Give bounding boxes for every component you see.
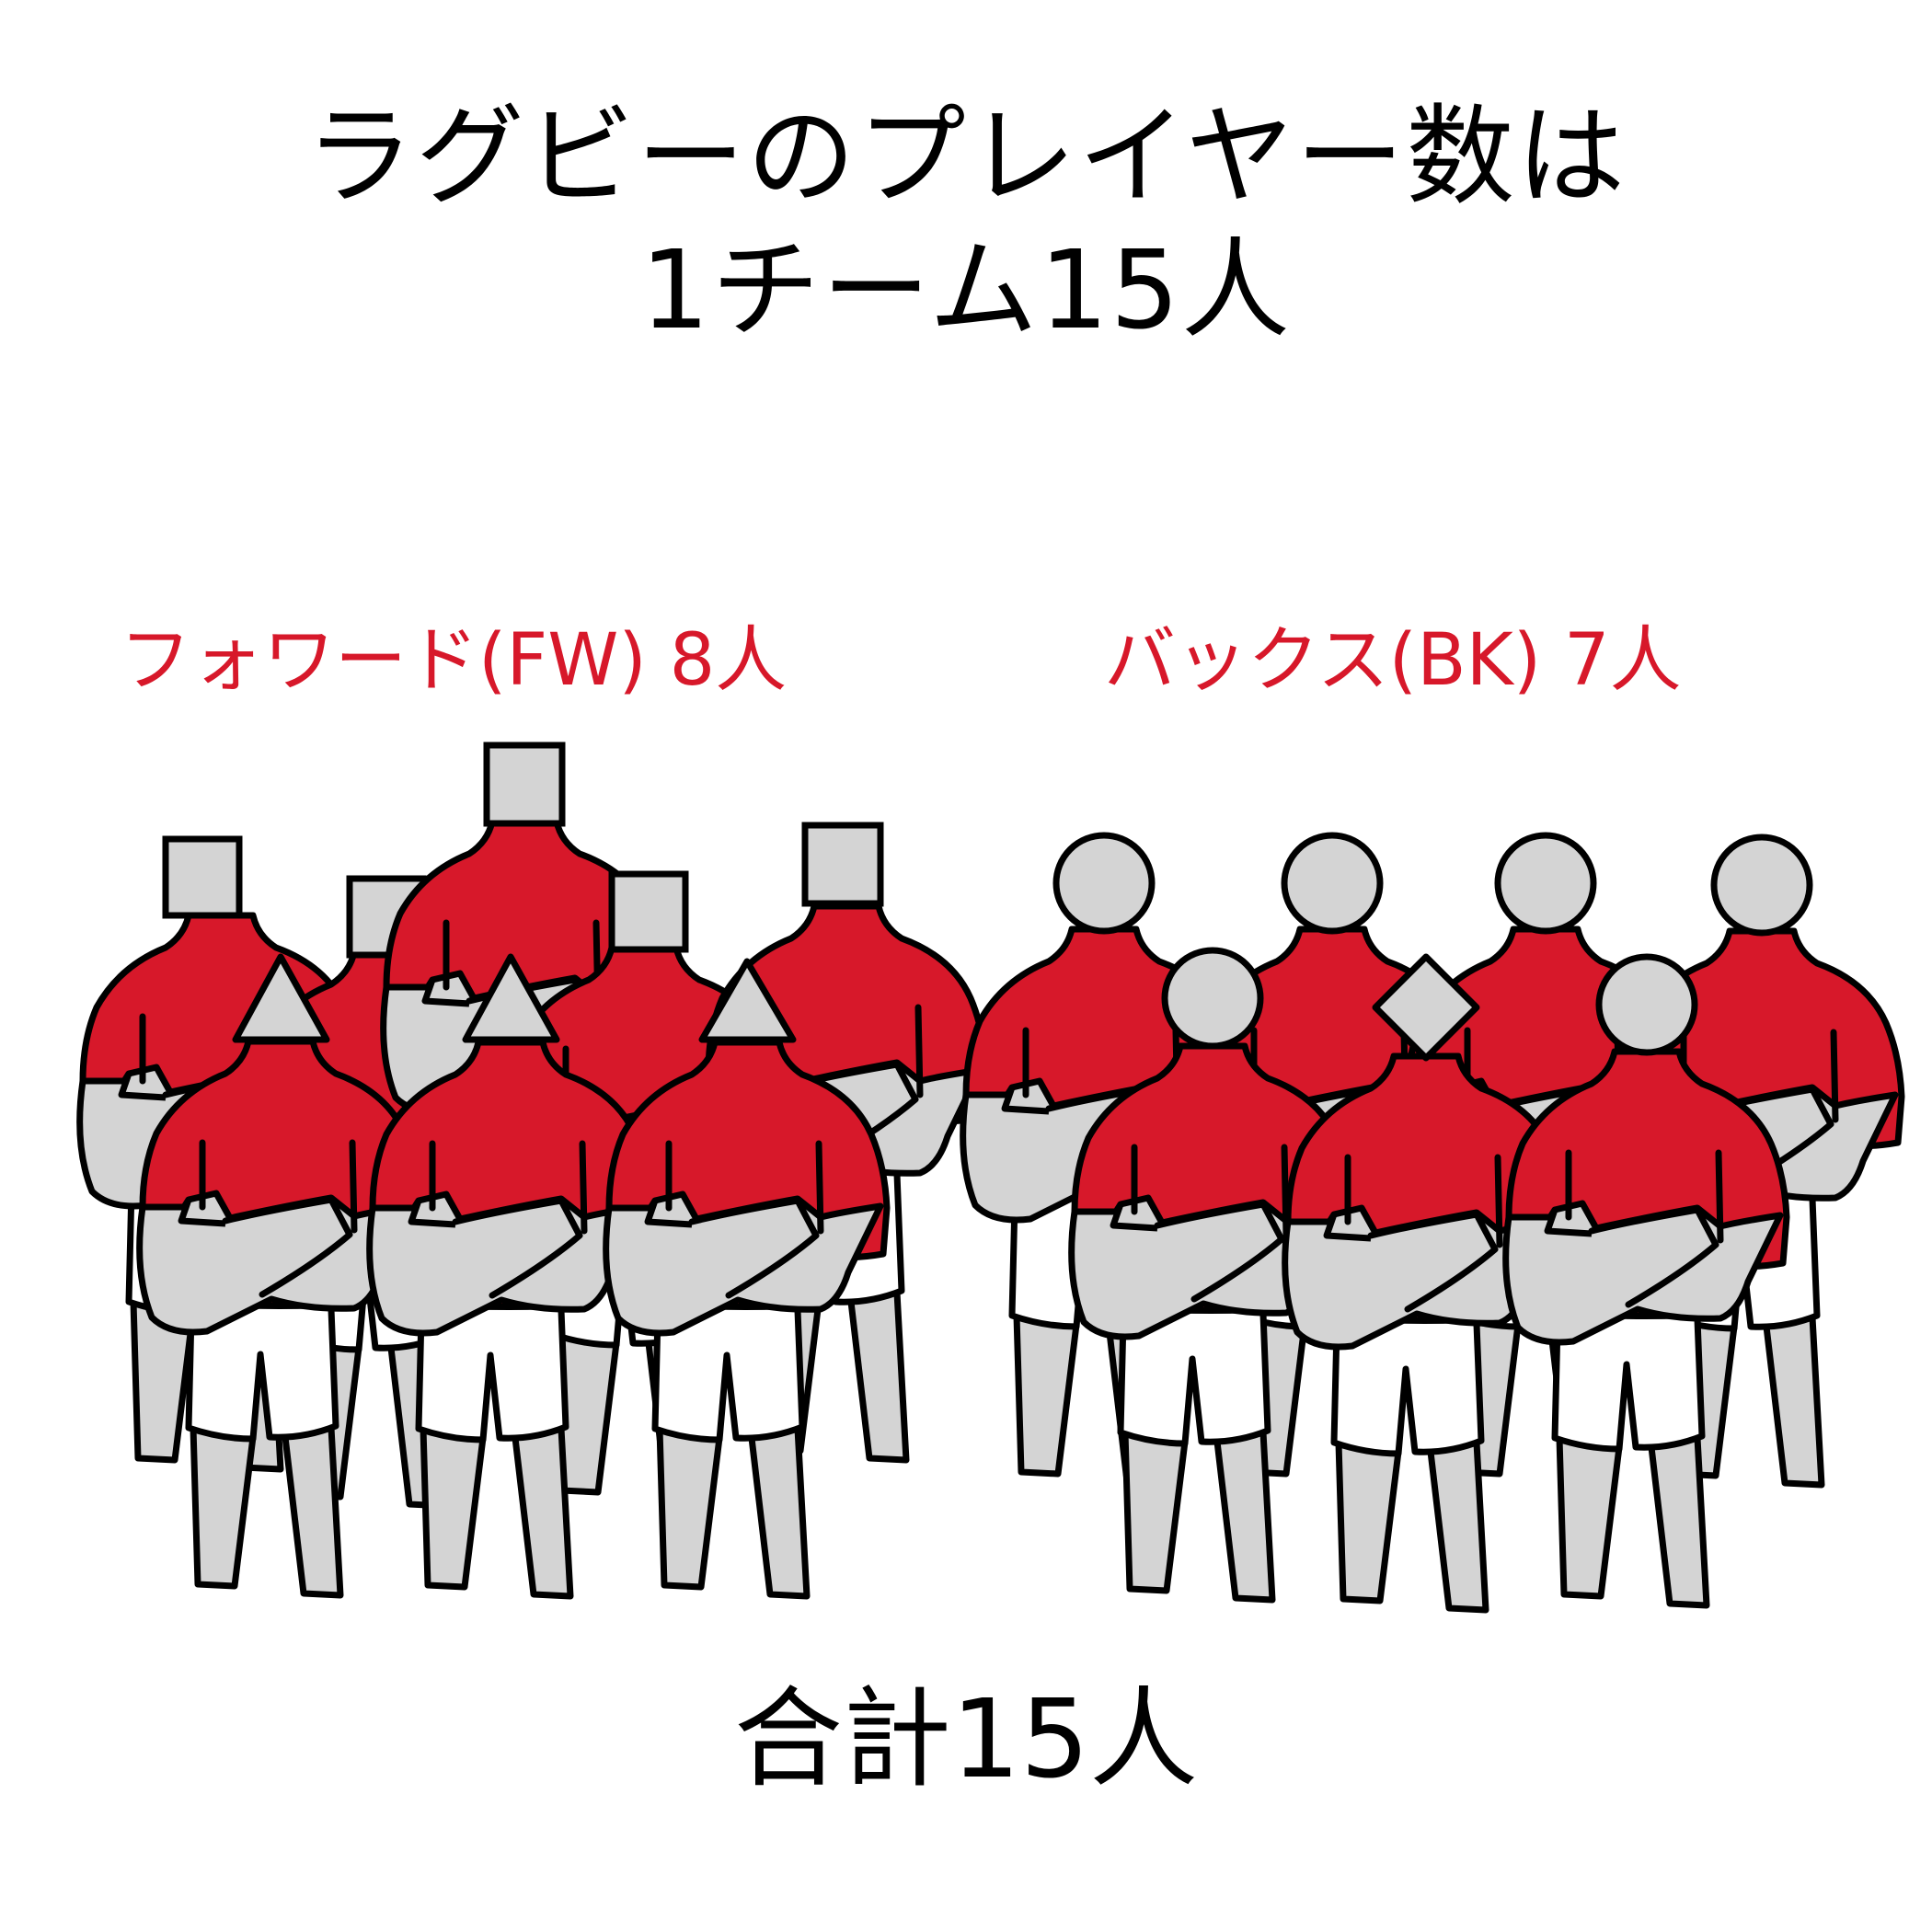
fw-player-front-3 [606,958,887,1596]
bk-player-back-1 [963,832,1244,1483]
backs-label: バックス(BK) 7人 [1104,619,1682,702]
circle-head-icon [1052,832,1156,935]
bk-player-back-3 [1405,832,1685,1483]
square-head-icon [608,870,689,953]
bk-player-front-1 [1072,947,1352,1600]
fw-player-back-5 [706,822,986,1460]
circle-head-icon [1710,834,1813,937]
square-head-icon [162,835,243,919]
square-head-icon [801,822,884,907]
diamond-head-icon [1372,953,1480,1062]
title-line-2: 1チーム15人 [640,226,1292,353]
title-line-1: ラグビーのプレイヤー数は [305,93,1627,220]
bk-player-back-4 [1621,834,1902,1485]
fw-player-front-2 [370,953,650,1596]
bk-player-front-3 [1506,953,1787,1605]
bk-player-front-2 [1285,953,1566,1610]
square-head-icon [483,742,566,827]
total-label: 合計15人 [733,1675,1199,1802]
triangle-head-icon [462,953,560,1043]
triangle-head-icon [232,953,330,1043]
circle-head-icon [1281,832,1384,935]
circle-head-icon [1595,953,1698,1056]
forwards-label: フォワード(FW) 8人 [120,619,788,702]
triangle-head-icon [698,958,797,1043]
fw-player-back-3 [384,742,664,1375]
fw-player-back-4 [503,870,784,1501]
circle-head-icon [1161,947,1264,1050]
bk-player-back-2 [1191,832,1472,1483]
circle-head-icon [1494,832,1597,935]
fw-player-back-1 [80,835,361,1469]
fw-player-front-1 [140,953,420,1595]
